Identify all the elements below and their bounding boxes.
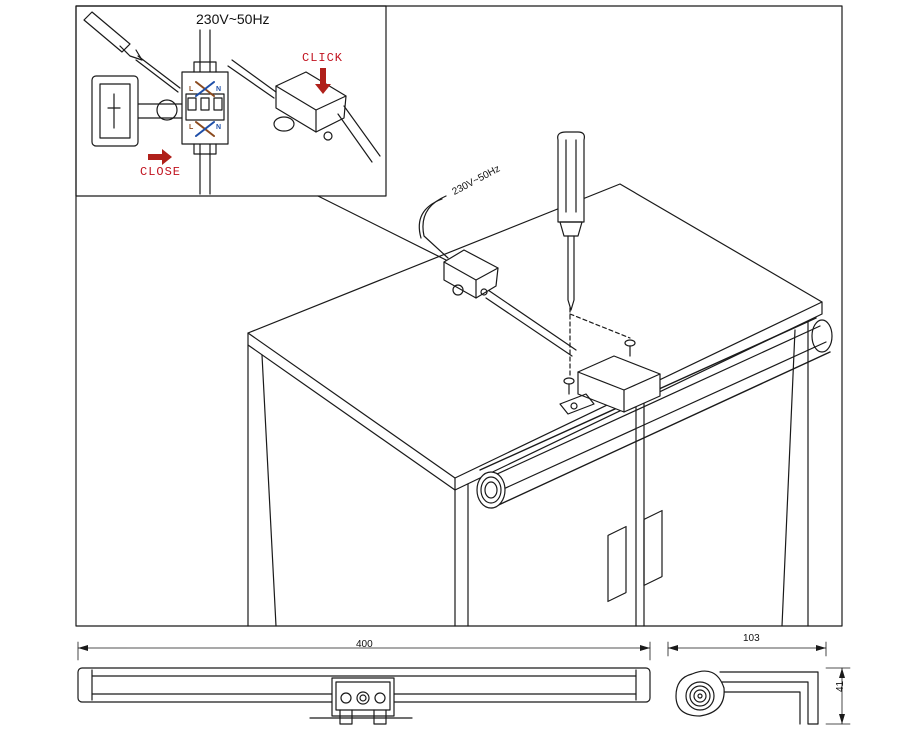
junction-box <box>443 249 499 299</box>
terminal-n2-label: N <box>216 124 222 131</box>
light-bar <box>476 317 833 509</box>
terminal-block <box>135 61 229 155</box>
terminal-n-label: N <box>216 86 222 93</box>
screwdriver-icon <box>83 11 181 93</box>
depth-dimension: 103 <box>743 633 760 644</box>
click-arrow-icon <box>315 68 331 94</box>
terminal-l2-label: L <box>189 124 194 131</box>
close-label: CLOSE <box>140 165 182 179</box>
width-dimension: 400 <box>356 639 373 650</box>
screw <box>563 339 636 395</box>
screwdriver-icon <box>557 131 585 311</box>
closed-junction-box <box>227 59 381 163</box>
front-view-drawing <box>77 641 651 725</box>
right-door-handle <box>643 509 663 587</box>
voltage-label: 230V~50Hz <box>196 11 270 27</box>
height-dimension: 41 <box>835 680 846 692</box>
terminal-cover <box>91 75 139 147</box>
inset-frame <box>75 5 387 197</box>
terminal-l-label: L <box>189 86 194 93</box>
main-frame <box>75 5 843 627</box>
callout-line <box>317 195 451 263</box>
cabinet <box>247 183 823 627</box>
side-view-drawing <box>667 641 851 725</box>
left-door-handle <box>607 525 627 603</box>
click-label: CLICK <box>302 51 344 65</box>
close-arrow-icon <box>148 149 172 165</box>
